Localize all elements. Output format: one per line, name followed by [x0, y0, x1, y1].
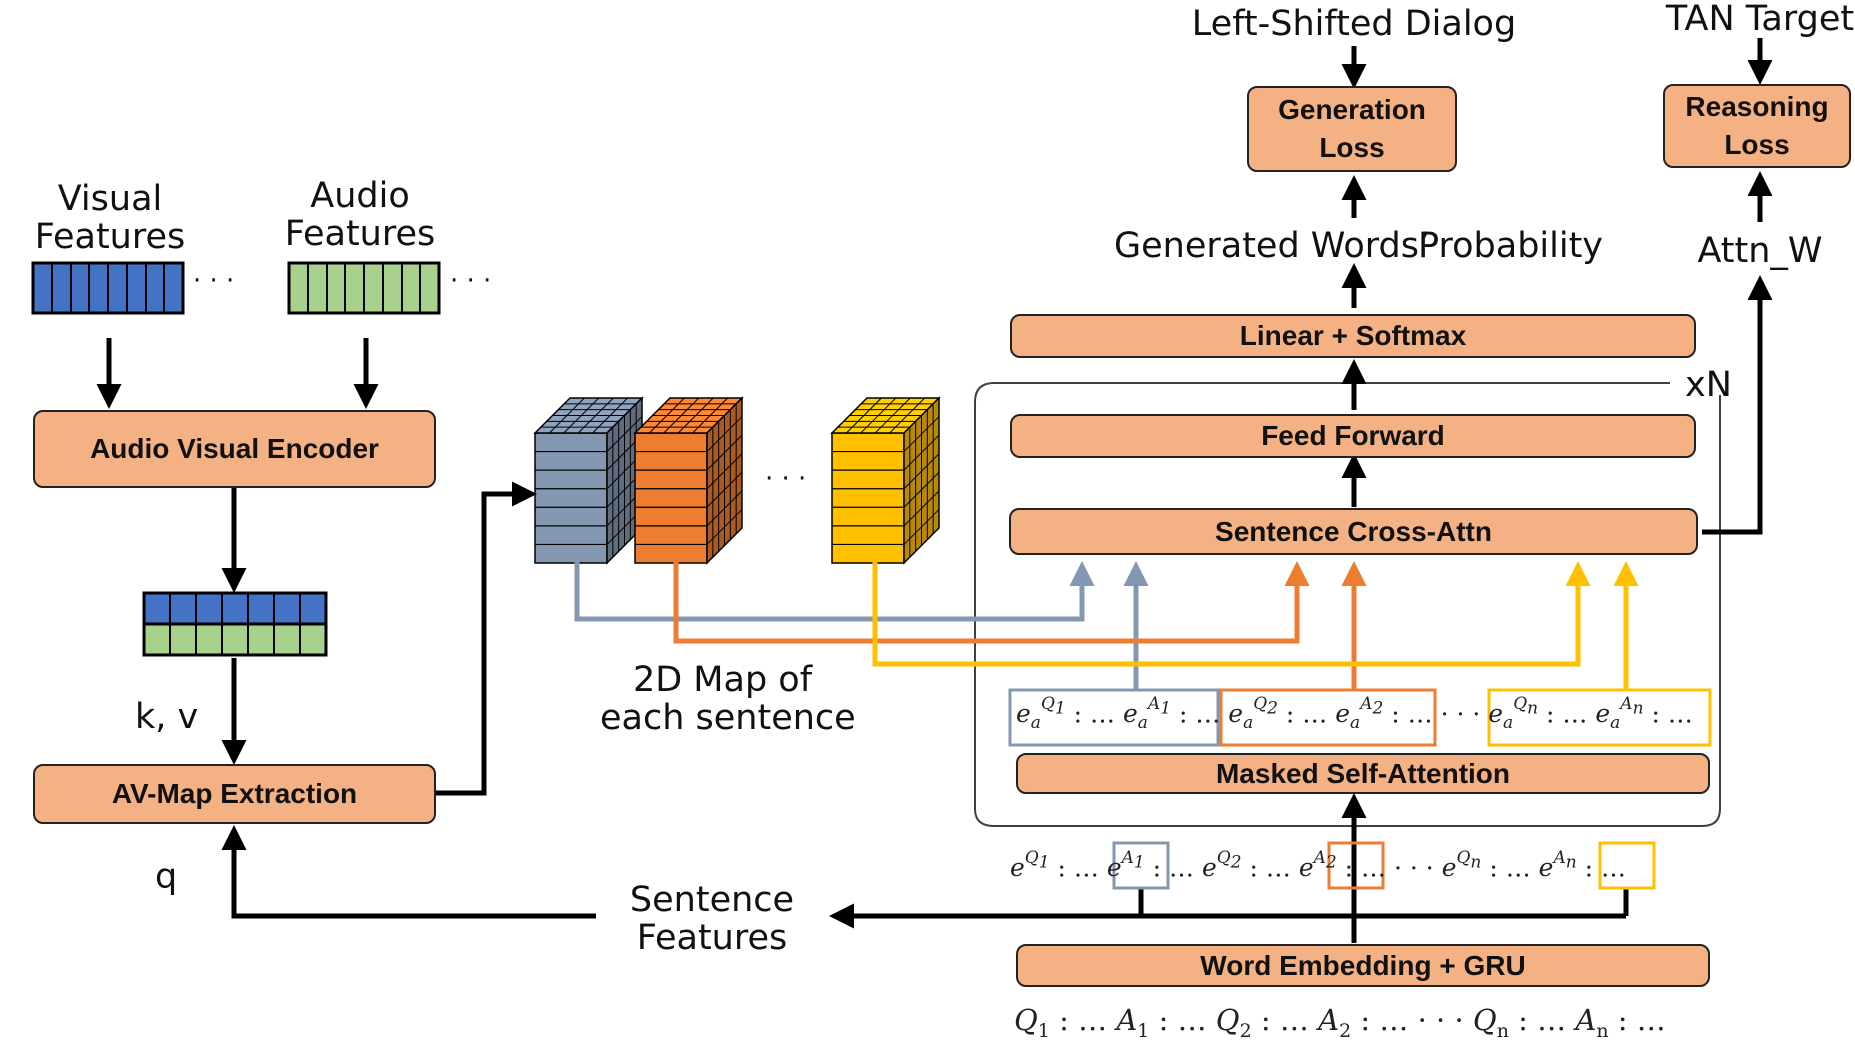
kv-label: k, v	[135, 697, 199, 737]
linear-softmax-label: Linear + Softmax	[1239, 320, 1467, 351]
map-cube-orange	[633, 396, 744, 565]
generation-loss-label: Generation Loss	[1278, 94, 1426, 163]
generation-loss-box: Generation Loss	[1247, 86, 1457, 172]
gru-out-a1: eA1	[1106, 848, 1145, 883]
map-2d-line-2: each sentence	[600, 698, 856, 738]
feed-forward-label: Feed Forward	[1261, 420, 1445, 451]
embedding-q1: eaQ1	[1016, 694, 1066, 734]
sentence-group-1-outline	[1008, 688, 1220, 747]
sentence-features-line-1: Sentence	[629, 880, 795, 920]
probability-label: Probability	[1418, 226, 1604, 266]
map-2d-line-1: 2D Map of	[632, 660, 813, 700]
av-map-extraction-label: AV-Map Extraction	[111, 778, 358, 809]
encoded-av-features	[142, 591, 328, 657]
word-embedding-gru-label: Word Embedding + GRU	[1200, 949, 1526, 981]
visual-features-label: Visual Features	[20, 180, 200, 256]
left-shifted-dialog-label: Left-Shifted Dialog	[1191, 4, 1517, 44]
arrow-avmap-to-maps	[436, 481, 537, 796]
embedding-an: eaAn	[1595, 694, 1644, 734]
gru-outputs-row: eQ1 : … eA1 : … eQ2 : … eA2 : … · · · eQ…	[1010, 848, 1626, 883]
embedding-a1: eaA1	[1122, 694, 1172, 734]
audio-features-line-1: Audio	[310, 176, 410, 216]
audio-feature-strip	[287, 261, 441, 315]
sentence-2d-maps	[533, 396, 941, 565]
audio-ellipsis: · · ·	[450, 266, 492, 296]
q-label: q	[155, 857, 178, 897]
audio-features-line-2: Features	[284, 214, 436, 254]
audio-features-label: Audio Features	[270, 177, 450, 253]
visual-feature-strip	[31, 261, 185, 315]
reasoning-loss-label: Reasoning Loss	[1685, 91, 1829, 160]
dialog-tokens-row: Q1 : … A1 : … Q2 : … A2 : … · · · Qn : ……	[1014, 1003, 1666, 1042]
sentence-features-label: Sentence Features	[607, 881, 817, 957]
repeat-count-label: xN	[1685, 365, 1732, 405]
map-ellipsis: · · ·	[765, 464, 807, 494]
gru-out-a2: eA2	[1298, 848, 1337, 883]
arrow-crossattn-to-attnw	[1702, 275, 1773, 535]
attn-w-label: Attn_W	[1697, 231, 1823, 271]
embedding-q2: eaQ2	[1228, 694, 1278, 734]
answer-1-outline	[1112, 841, 1170, 890]
linear-softmax-box: Linear + Softmax	[1010, 314, 1696, 358]
sentence-cross-attn-box: Sentence Cross-Attn	[1009, 508, 1698, 555]
generated-words-label: Generated Words’	[1114, 226, 1431, 266]
gru-out-qn: eQn	[1441, 848, 1482, 883]
answer-n-outline	[1598, 841, 1656, 890]
sentence-embeddings-row: eaQ1 : … eaA1 : … eaQ2 : … eaA2 : … · · …	[1016, 694, 1693, 734]
word-embedding-gru-box: Word Embedding + GRU	[1016, 944, 1710, 987]
masked-self-attention-box: Masked Self-Attention	[1016, 753, 1710, 794]
connector-orange-map	[673, 561, 1310, 644]
sentence-features-line-2: Features	[636, 918, 788, 958]
map-cube-gray	[533, 396, 644, 565]
map-cube-yellow	[830, 396, 941, 565]
feed-forward-box: Feed Forward	[1010, 414, 1696, 458]
embedding-qn: eaQn	[1488, 694, 1539, 734]
gru-out-an: eAn	[1538, 848, 1577, 883]
masked-self-attention-label: Masked Self-Attention	[1215, 757, 1511, 789]
tan-target-label: TAN Target	[1665, 0, 1855, 39]
arrow-sentence-features-to-avmap	[221, 825, 596, 919]
sentence-cross-attn-label: Sentence Cross-Attn	[1215, 515, 1492, 547]
audio-visual-encoder-box: Audio Visual Encoder	[33, 410, 436, 488]
sentence-group-n-outline	[1487, 688, 1712, 747]
connector-gray-map	[574, 561, 1095, 622]
visual-features-line-1: Visual	[57, 179, 163, 219]
gru-out-q1: eQ1	[1010, 848, 1050, 883]
av-map-extraction-box: AV-Map Extraction	[33, 764, 436, 824]
audio-visual-encoder-label: Audio Visual Encoder	[90, 433, 379, 464]
visual-ellipsis: · · ·	[193, 266, 235, 296]
map-2d-label: 2D Map of each sentence	[600, 660, 856, 738]
sentence-group-2-outline	[1219, 688, 1437, 747]
repeat-block-frame	[974, 382, 1721, 827]
gru-out-q2: eQ2	[1202, 848, 1242, 883]
connector-yellow-map	[872, 561, 1591, 667]
answer-2-outline	[1327, 841, 1385, 890]
embedding-a2: eaA2	[1335, 694, 1384, 734]
visual-features-line-2: Features	[34, 217, 186, 257]
reasoning-loss-box: Reasoning Loss	[1663, 84, 1851, 168]
